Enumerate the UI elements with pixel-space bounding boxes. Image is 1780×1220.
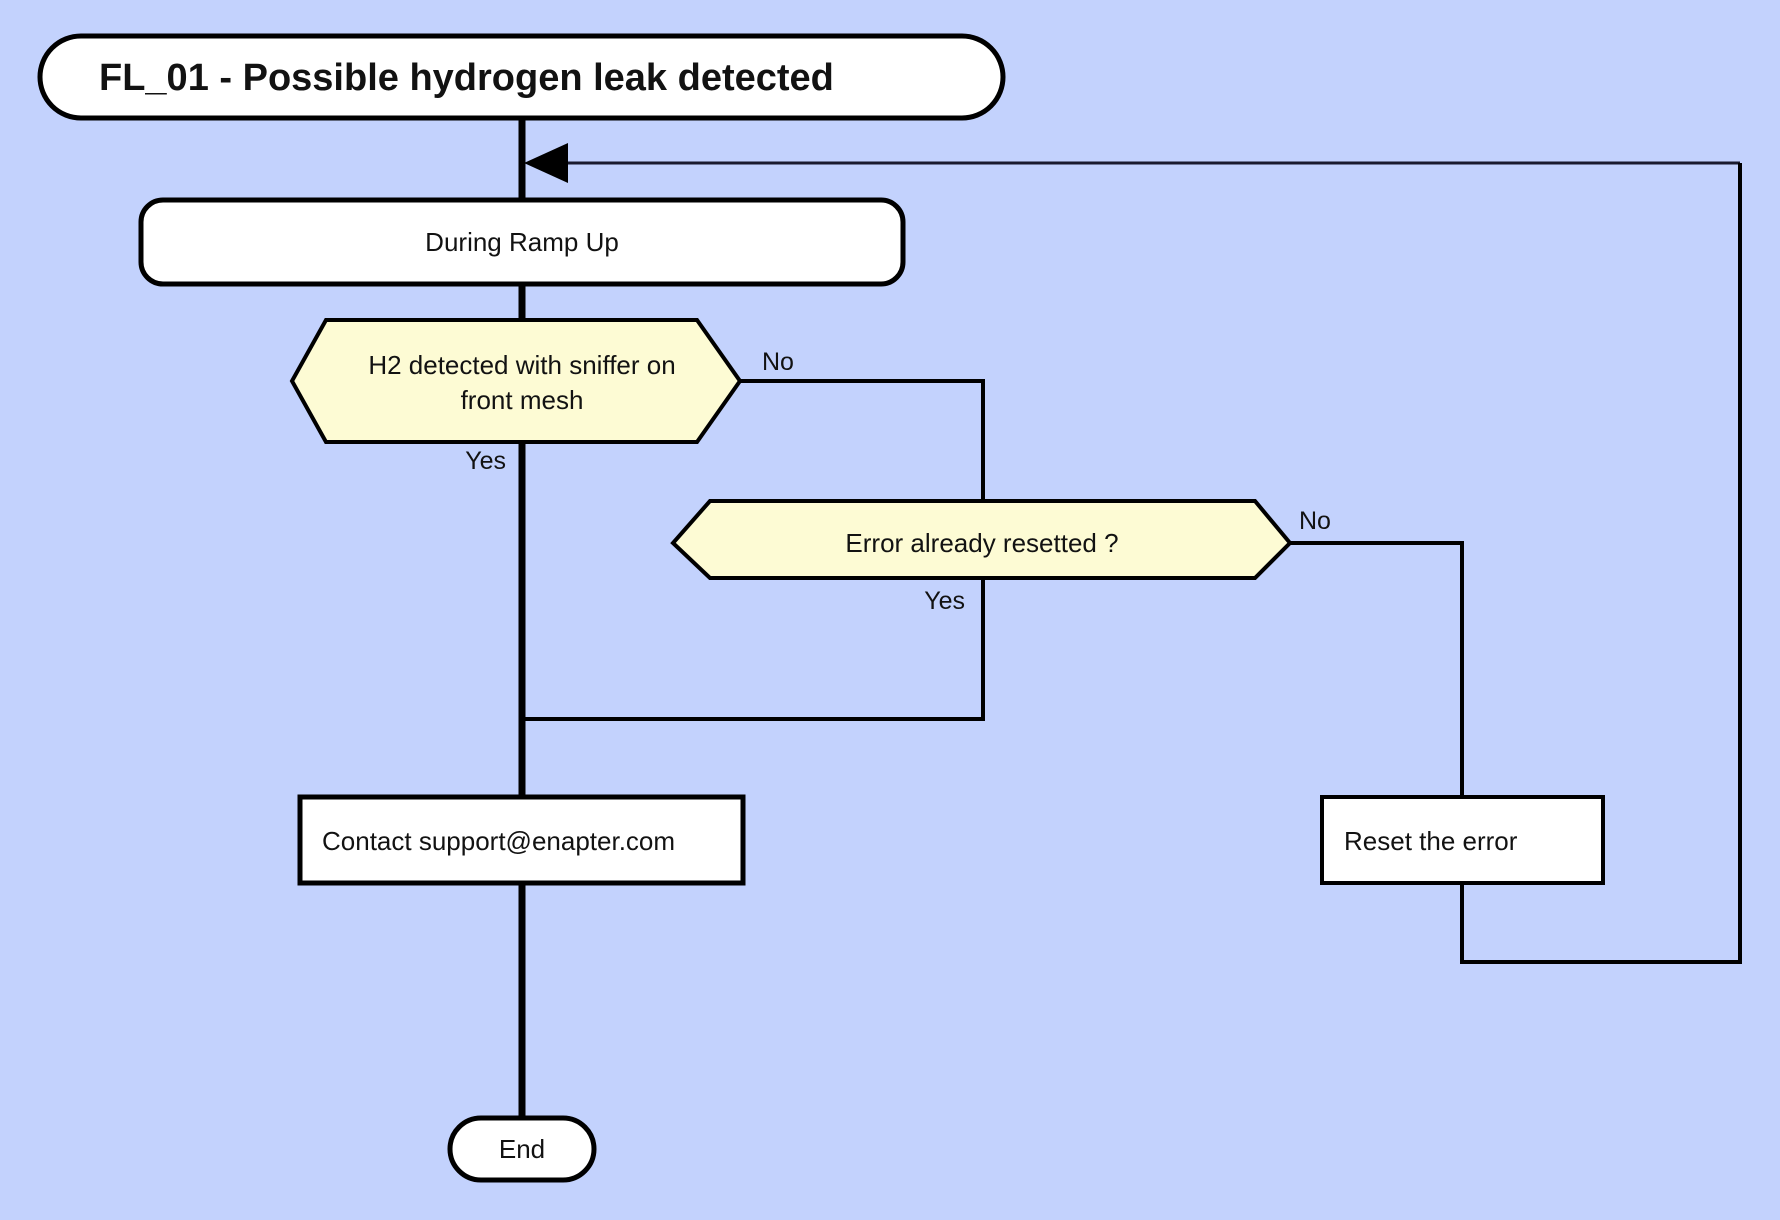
action-contact-label: Contact support@enapter.com bbox=[322, 826, 675, 856]
edge-h2-no bbox=[740, 379, 985, 501]
decision-reset-label: Error already resetted ? bbox=[845, 528, 1118, 558]
context-node-shape bbox=[138, 197, 906, 287]
title-node-label: FL_01 - Possible hydrogen leak detected bbox=[99, 57, 834, 99]
edge-label-h2-no: No bbox=[762, 348, 794, 376]
edge-feedback-arrowhead bbox=[524, 143, 568, 183]
decision-h2-label-line2: front mesh bbox=[461, 385, 584, 415]
edge-label-reset-no: No bbox=[1299, 507, 1331, 535]
decision-reset-shape bbox=[670, 499, 1293, 580]
end-node-label: End bbox=[499, 1134, 545, 1164]
title-node-shape bbox=[37, 33, 1006, 121]
decision-h2-shape bbox=[289, 318, 743, 444]
edge-reset-loop-back bbox=[1460, 163, 1742, 964]
edge-label-reset-yes: Yes bbox=[924, 587, 965, 615]
edge-reset-yes bbox=[524, 578, 985, 721]
action-reset-label: Reset the error bbox=[1344, 826, 1518, 856]
context-node-label: During Ramp Up bbox=[425, 227, 619, 257]
action-contact-shape bbox=[297, 794, 746, 886]
edge-reset-no bbox=[1290, 541, 1464, 797]
end-node-shape bbox=[447, 1115, 597, 1183]
decision-h2-label-line1: H2 detected with sniffer on bbox=[368, 350, 675, 380]
action-reset-shape bbox=[1320, 795, 1605, 885]
edge-label-h2-yes: Yes bbox=[465, 447, 506, 475]
